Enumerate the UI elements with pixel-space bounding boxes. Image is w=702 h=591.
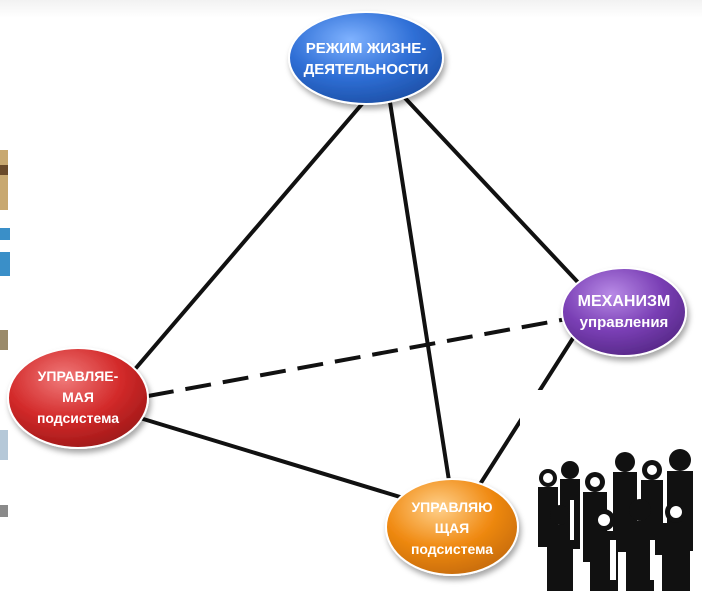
node-regime-line1: РЕЖИМ ЖИЗНЕ- (306, 40, 427, 57)
edge-top-left (128, 102, 364, 377)
node-managing-line3: подсистема (411, 541, 493, 557)
edge-top-bottom (388, 100, 454, 502)
crowd-silhouettes-image (520, 390, 702, 591)
node-mechanism (561, 267, 687, 357)
node-managing-line2: ЩАЯ (435, 520, 469, 536)
edge-top-right (403, 96, 590, 295)
node-managed-subsystem (7, 347, 149, 449)
edge-left-right-dashed (147, 316, 573, 398)
node-mechanism-line1: МЕХАНИЗМ (578, 293, 671, 310)
node-regime-line2: ДЕЯТЕЛЬНОСТИ (304, 61, 429, 78)
left-edge-clipart (0, 150, 10, 517)
node-regime (288, 11, 444, 105)
edge-left-bottom (138, 416, 412, 502)
node-managing-subsystem (385, 478, 519, 576)
edges (128, 96, 590, 502)
node-managed-line3: подсистема (37, 410, 119, 426)
node-mechanism-line2: управления (580, 314, 669, 331)
node-managed-line1: УПРАВЛЯЕ- (38, 368, 119, 384)
top-fade-band (0, 0, 702, 18)
node-managed-line2: МАЯ (62, 389, 94, 405)
node-managing-line1: УПРАВЛЯЮ (411, 499, 492, 515)
